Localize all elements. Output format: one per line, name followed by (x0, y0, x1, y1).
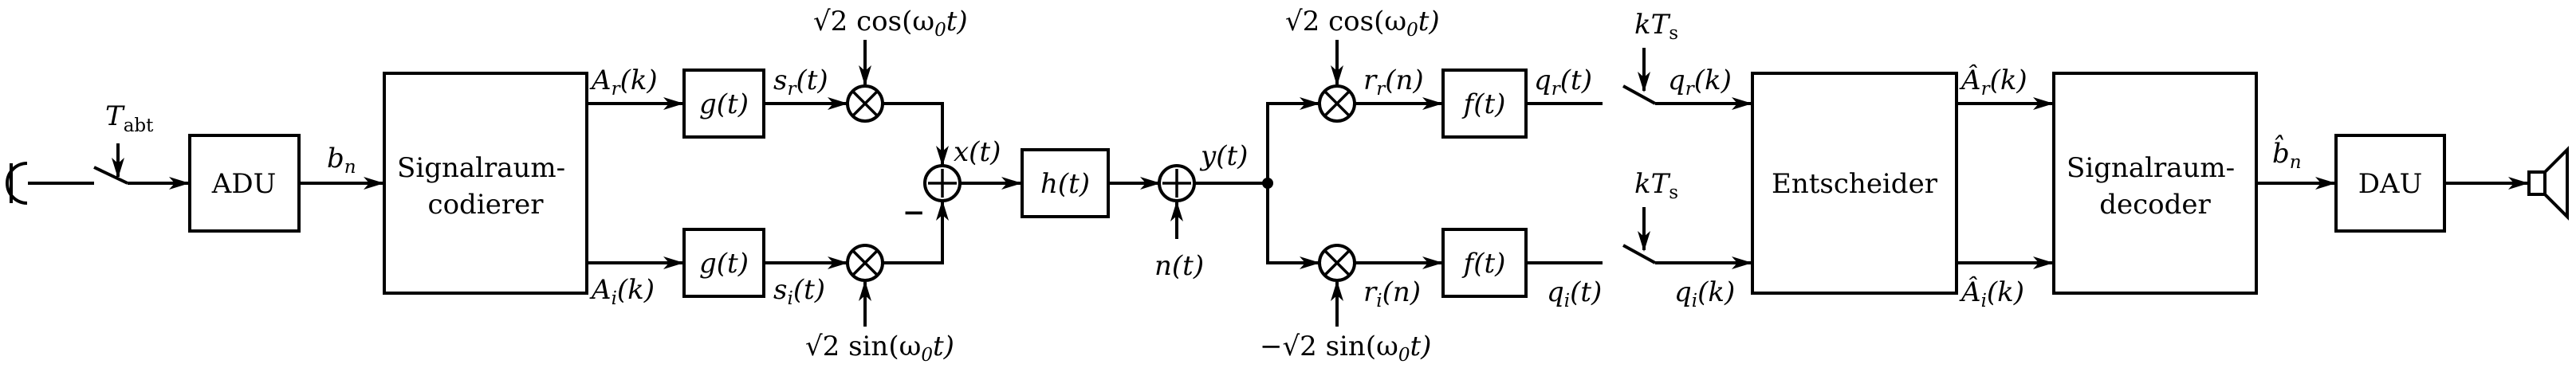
microphone-icon (6, 162, 28, 205)
sampler-bot-rx (1622, 207, 1752, 269)
decider-label: Entscheider (1772, 168, 1938, 200)
mixer-top-rx (1318, 84, 1356, 123)
ahat-r-label: Âr(k) (1959, 64, 2027, 100)
f-filter-top-label: f(t) (1461, 88, 1506, 120)
dau-label: DAU (2358, 168, 2422, 200)
q-i-t-label: qi(t) (1547, 276, 1602, 311)
channel-h-label: h(t) (1040, 168, 1090, 200)
ahat-i-label: Âi(k) (1959, 276, 2024, 311)
sampler-switch (93, 143, 190, 190)
adu-block (188, 134, 301, 233)
carrier-sin-tx-label: √2 sin(ω0t) (805, 331, 954, 366)
x-t-label: x(t) (954, 136, 1001, 168)
g-filter-bot-label: g(t) (699, 248, 749, 280)
q-i-k-label: qi(k) (1674, 276, 1735, 311)
wire-mixer-bot-to-adder (883, 200, 949, 264)
signal-space-coder-label: Signalraum- codierer (397, 152, 574, 221)
n-t-label: n(t) (1154, 250, 1204, 282)
adder-tx (923, 164, 962, 202)
r-r-label: rr(n) (1363, 65, 1424, 100)
adu-label: ADU (211, 168, 276, 200)
r-i-label: ri(n) (1363, 276, 1421, 311)
y-t-label: y(t) (1199, 140, 1248, 172)
b-n-label: bn (327, 143, 356, 178)
carrier-cos-rx-label: √2 cos(ω0t) (1285, 6, 1440, 41)
signal-space-coder-block (383, 72, 588, 295)
f-filter-top-block (1441, 69, 1528, 139)
mixer-bot-tx (846, 244, 884, 282)
bhat-n-label: b̂n (2272, 135, 2302, 173)
channel-h-block (1021, 148, 1110, 218)
s-i-label: si(t) (773, 274, 825, 309)
f-filter-bot-block (1441, 228, 1528, 298)
noise-adder (1158, 164, 1196, 202)
f-filter-bot-label: f(t) (1461, 248, 1506, 280)
mixer-bot-rx (1318, 244, 1356, 282)
kts-top-label: kTs (1634, 9, 1678, 44)
wire-branch-to-mixer-top-rx (1266, 97, 1320, 183)
s-r-label: sr(t) (773, 65, 828, 100)
decider-block (1751, 72, 1958, 295)
kts-bot-label: kTs (1634, 168, 1678, 203)
g-filter-top-label: g(t) (699, 88, 749, 120)
wire-mixer-top-to-adder (883, 102, 949, 166)
minus-sign: − (903, 197, 926, 229)
a-r-label: Ar(k) (589, 65, 658, 100)
wire-branch-to-mixer-bot-rx (1266, 183, 1320, 269)
q-r-k-label: qr(k) (1668, 65, 1732, 100)
q-r-t-label: qr(t) (1534, 65, 1592, 100)
g-filter-top-block (682, 69, 765, 139)
sampler-top-rx (1622, 48, 1752, 110)
dau-block (2334, 134, 2446, 233)
signal-space-decoder-block (2052, 72, 2258, 295)
carrier-cos-tx-label: √2 cos(ω0t) (813, 6, 968, 41)
a-i-label: Ai(k) (589, 274, 655, 309)
sampling-period-label: Tabt (105, 100, 154, 136)
loudspeaker-icon (2527, 146, 2569, 221)
mixer-top-tx (846, 84, 884, 123)
carrier-sin-rx-label: −√2 sin(ω0t) (1260, 331, 1431, 366)
signal-space-decoder-label: Signalraum- decoder (2067, 152, 2244, 221)
